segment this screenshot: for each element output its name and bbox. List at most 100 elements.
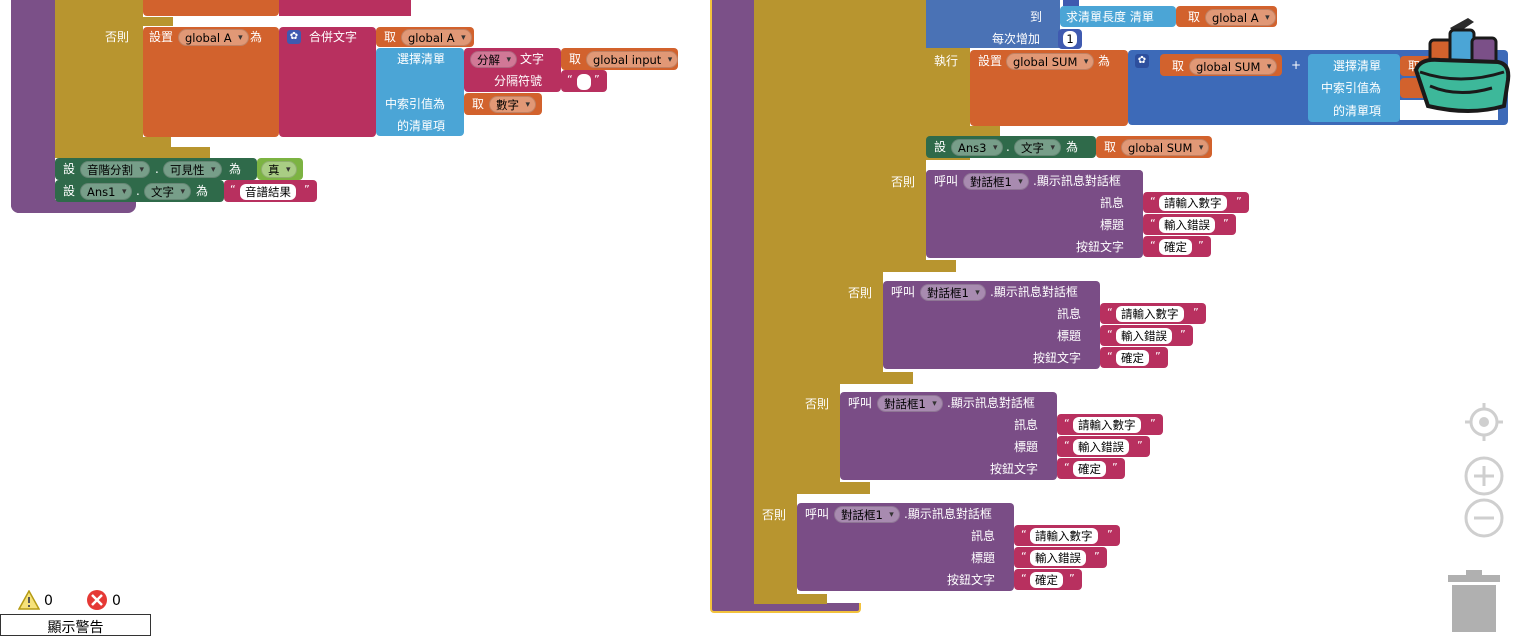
call-label-1: 呼叫 [934, 174, 959, 188]
show-warnings-button[interactable]: 顯示警告 [0, 614, 151, 636]
set-label-2: 設 [63, 184, 76, 198]
index-label: 中索引值為 [385, 97, 446, 111]
if-block-4[interactable] [883, 0, 926, 272]
target-icon[interactable] [1463, 401, 1505, 443]
dialog-component-dropdown-2[interactable]: 對話框1 [920, 284, 986, 301]
msg-label-1: 訊息 [1100, 196, 1125, 210]
step-number[interactable]: 1 [1063, 31, 1077, 47]
if-foot-3 [840, 372, 913, 384]
if-foot-4 [883, 260, 956, 272]
separator-string[interactable] [577, 74, 591, 90]
list-length-block[interactable] [1060, 6, 1176, 27]
title-label-3: 標題 [1014, 440, 1039, 454]
get-input-label: 取 [569, 52, 582, 66]
msg-string-2[interactable]: 請輸入數字 [1116, 306, 1184, 322]
number-var-dropdown[interactable]: 數字 [489, 96, 536, 113]
dialog-component-dropdown-4[interactable]: 對話框1 [834, 506, 900, 523]
procedure-block-left[interactable] [11, 0, 55, 213]
title-string-4[interactable]: 輸入錯誤 [1030, 550, 1086, 566]
to-label-2: 為 [196, 184, 209, 198]
gear-icon[interactable]: ✿ [287, 30, 301, 44]
component-dropdown-1[interactable]: 音階分割 [80, 161, 150, 178]
input-var-dropdown[interactable]: global input [586, 51, 679, 68]
result-string[interactable]: 音譜結果 [240, 184, 296, 200]
dot-label-2: . [136, 184, 140, 198]
quote-open-3c: “ [1064, 461, 1070, 474]
join-label: 合併文字 [309, 30, 358, 44]
dialog-component-dropdown-3[interactable]: 對話框1 [877, 395, 943, 412]
title-string-2[interactable]: 輸入錯誤 [1116, 328, 1172, 344]
join-block[interactable] [279, 27, 376, 137]
title-string-3[interactable]: 輸入錯誤 [1073, 439, 1129, 455]
msg-string-3[interactable]: 請輸入數字 [1073, 417, 1141, 433]
quote-close: ” [594, 73, 600, 86]
if-block-3[interactable] [840, 0, 883, 384]
call-dialog-block-4[interactable] [797, 503, 1014, 591]
procedure-block-left-footer [11, 200, 136, 213]
backpack-icon[interactable] [1410, 10, 1522, 122]
dialog-component-dropdown-1[interactable]: 對話框1 [963, 173, 1029, 190]
btn-string-3[interactable]: 確定 [1073, 461, 1106, 477]
btn-string-2[interactable]: 確定 [1116, 350, 1149, 366]
procedure-block-right[interactable] [710, 0, 754, 612]
to-label: 為 [250, 30, 263, 44]
trash-icon[interactable] [1446, 570, 1502, 632]
if-foot-2 [797, 482, 870, 494]
var-dropdown-A[interactable]: global A [178, 29, 249, 46]
get-sum-dropdown-2[interactable]: global SUM [1121, 139, 1210, 156]
to-label-1: 為 [229, 162, 242, 176]
property-dropdown-1[interactable]: 可見性 [163, 161, 222, 178]
if-block-inner[interactable] [99, 0, 143, 147]
top-orange-remnant [143, 0, 279, 16]
call-dialog-block-2[interactable] [883, 281, 1100, 369]
sum-var-dropdown[interactable]: global SUM [1006, 53, 1095, 70]
gear-icon-2[interactable]: ✿ [1135, 54, 1149, 68]
btn-string-1[interactable]: 確定 [1159, 239, 1192, 255]
call-dialog-block-3[interactable] [840, 392, 1057, 480]
as-label: 為 [1098, 54, 1111, 68]
if-block-foot [55, 147, 210, 158]
zoom-in-icon[interactable] [1463, 455, 1505, 497]
title-string-1[interactable]: 輸入錯誤 [1159, 217, 1215, 233]
warning-count: 0 [44, 593, 53, 609]
get-sum-dropdown[interactable]: global SUM [1189, 58, 1278, 75]
quote-close-1b: ” [1223, 217, 1229, 230]
title-label-1: 標題 [1100, 218, 1125, 232]
procedure-block-right-foot [710, 603, 861, 613]
list-var-dropdown[interactable]: global A [1205, 9, 1276, 26]
quote-open-2a: “ [1107, 306, 1113, 319]
ans3-to-label: 為 [1066, 140, 1079, 154]
do-label: 執行 [934, 54, 959, 68]
get-var-dropdown-A[interactable]: global A [401, 29, 472, 46]
get-label: 取 [384, 30, 397, 44]
if-block-1[interactable] [754, 0, 797, 604]
step-label: 每次增加 [992, 32, 1041, 46]
ans3-component-dropdown[interactable]: Ans3 [951, 139, 1004, 156]
ans3-prop-dropdown[interactable]: 文字 [1014, 139, 1061, 156]
zoom-out-icon[interactable] [1463, 497, 1505, 539]
else-band [143, 17, 173, 26]
method-label-2: .顯示訊息對話框 [990, 285, 1078, 299]
quote-close-3c: ” [1112, 461, 1118, 474]
true-dropdown[interactable]: 真 [261, 161, 297, 178]
for-block-top [1063, 0, 1079, 6]
if-block-outer[interactable] [55, 0, 99, 158]
do-foot [926, 126, 1000, 136]
select-list-block[interactable] [376, 48, 464, 136]
split-dropdown[interactable]: 分解 [470, 51, 517, 68]
quote-close-1c: ” [1198, 239, 1204, 252]
ans3-dot: . [1006, 140, 1010, 154]
component-dropdown-2[interactable]: Ans1 [80, 183, 133, 200]
quote-close-4b: ” [1094, 550, 1100, 563]
btn-string-4[interactable]: 確定 [1030, 572, 1063, 588]
select-list-block-r[interactable] [1308, 54, 1400, 122]
property-dropdown-2[interactable]: 文字 [144, 183, 191, 200]
msg-string-1[interactable]: 請輸入數字 [1159, 195, 1227, 211]
quote-open-2: “ [230, 183, 236, 196]
if-block-2[interactable] [797, 0, 840, 494]
list-item-label: 的清單項 [397, 119, 446, 133]
quote-close-4a: ” [1107, 528, 1113, 541]
warning-icon [18, 590, 40, 610]
plus-label: + [1291, 58, 1302, 72]
msg-string-4[interactable]: 請輸入數字 [1030, 528, 1098, 544]
